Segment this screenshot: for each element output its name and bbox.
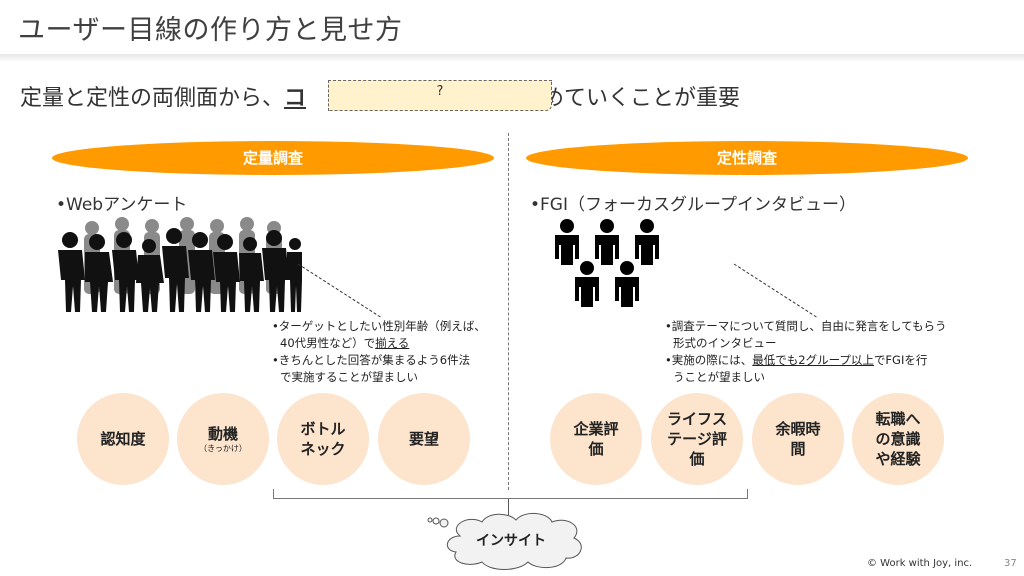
person-icon (615, 261, 639, 307)
person-icon (595, 219, 619, 265)
headline-underlined: コ (284, 86, 307, 111)
qualitative-note-1: •調査テーマについて質問し、自由に発言をしてもらう 形式のインタビュー (665, 319, 947, 350)
thought-cloud-icon (427, 513, 582, 570)
circle-company-evaluation: 企業評 価 (550, 393, 642, 485)
headline-prefix: 定量と定性の両側面から、 (20, 86, 285, 111)
person-icon (635, 219, 659, 265)
bracket-stem (508, 499, 509, 515)
qualitative-heading: 定性調査 (526, 141, 968, 175)
circle-life-stage: ライフス テージ評 価 (651, 393, 743, 485)
right-callout-line (733, 263, 819, 319)
summary-bracket (273, 489, 748, 499)
person-icon (575, 261, 599, 307)
circle-bottleneck: ボトル ネック (277, 393, 369, 485)
page-title: ユーザー目線の作り方と見せ方 (18, 15, 403, 46)
qualitative-method: •FGI（フォーカスグループインタビュー） (530, 195, 856, 215)
page-number: 37 (1004, 558, 1017, 569)
circle-career-change: 転職へ の意識 や経験 (852, 393, 944, 485)
hidden-text-mask[interactable]: ? (328, 80, 552, 111)
circle-requests: 要望 (378, 393, 470, 485)
title-bar: ユーザー目線の作り方と見せ方 (0, 0, 1024, 62)
quantitative-method: •Webアンケート (56, 195, 188, 215)
circle-motivation: 動機 （きっかけ） (177, 393, 269, 485)
circle-leisure-time: 余暇時 間 (752, 393, 844, 485)
quantitative-notes: •ターゲットとしたい性別年齢（例えば、 40代男性など）で揃える •きちんとした… (272, 318, 512, 386)
qualitative-note-2: •実施の際には、最低でも2グループ以上でFGIを行 うことが望ましい (665, 353, 928, 384)
quantitative-note-1: •ターゲットとしたい性別年齢（例えば、 40代男性など）で揃える (272, 319, 486, 350)
group-people-icon (555, 219, 659, 307)
headline: 定量と定性の両側面から、コ 高めていくことが重要 (20, 80, 740, 112)
left-callout-line (297, 263, 383, 319)
circle-awareness: 認知度 (77, 393, 169, 485)
qualitative-notes: •調査テーマについて質問し、自由に発言をしてもらう 形式のインタビュー •実施の… (665, 318, 985, 386)
copyright: © Work with Joy, inc. (867, 558, 973, 569)
crowd-silhouette-icon (58, 217, 302, 312)
insight-label: インサイト (476, 533, 546, 549)
person-icon (555, 219, 579, 265)
section-divider (508, 133, 509, 490)
quantitative-note-2: •きちんとした回答が集まるよう6件法 で実施することが望ましい (272, 353, 471, 384)
crowd-front-row (58, 228, 302, 312)
headline-suffix: 高めていくことが重要 (520, 86, 741, 111)
quantitative-heading: 定量調査 (52, 141, 494, 175)
